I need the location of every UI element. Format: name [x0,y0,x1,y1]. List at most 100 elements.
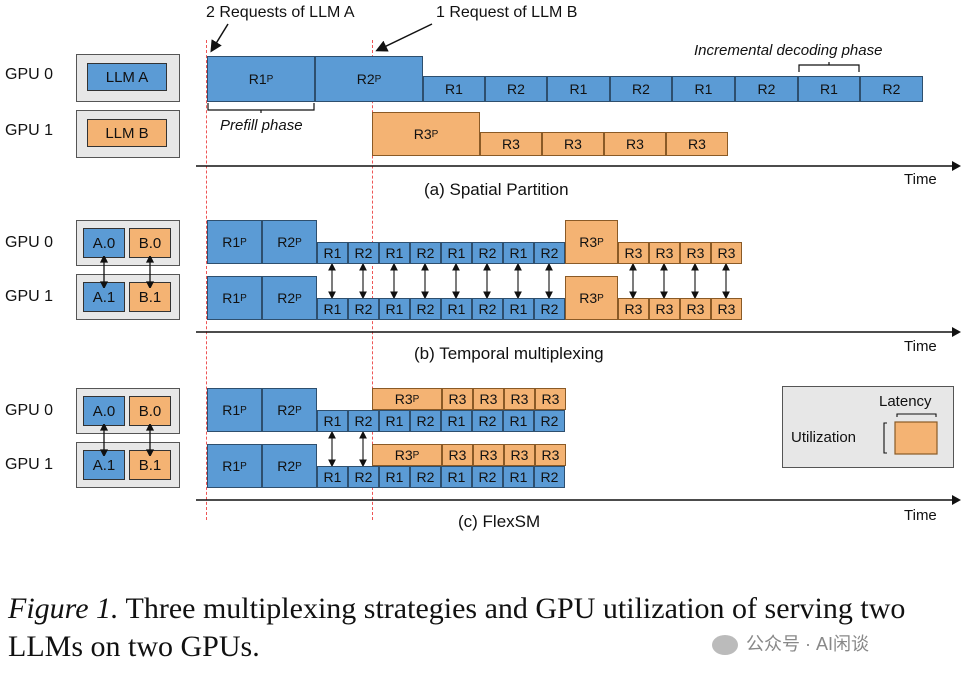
llm-b-chip: LLM B [87,119,167,147]
decode-block: R2 [348,466,379,488]
decode-block: R3 [504,444,535,466]
time-axis-a [196,161,961,171]
gpu1-panel-a: LLM B [76,110,180,158]
sync-arrows-b [328,264,730,298]
decode-block: R2 [534,242,565,264]
time-axis-c [196,495,961,505]
decode-block: R1 [441,242,472,264]
decode-block: R2 [610,76,672,102]
gpu1-label-a: GPU 1 [5,122,54,139]
llm-a-chip: LLM A [87,63,167,91]
decode-block: R2 [410,410,441,432]
b1-chip: B.1 [129,450,171,480]
decode-block: R1 [441,298,472,320]
decode-block: R1 [317,242,348,264]
time-label-b: Time [904,338,937,355]
decode-block: R3 [604,132,666,156]
b0-chip: B.0 [129,228,171,258]
sync-arrows-c [328,432,367,466]
decode-block: R3 [618,298,649,320]
decode-block: R3 [480,132,542,156]
caption-b: (b) Temporal multiplexing [414,344,604,363]
decode-block: R1 [379,298,410,320]
decode-block: R2 [485,76,547,102]
decode-block: R1 [672,76,735,102]
decode-block: R3 [711,298,742,320]
incremental-phase-label: Incremental decoding phase [694,42,883,59]
decode-block: R1 [441,466,472,488]
decode-block: R3 [535,444,566,466]
decode-block: R3 [680,242,711,264]
decode-block: R3 [649,242,680,264]
incremental-bracket [798,62,860,72]
gpu0-panel-c: A.0 B.0 [76,388,180,434]
decode-block: R2 [410,298,441,320]
decode-block: R1 [317,410,348,432]
decode-block: R3 [542,132,604,156]
decode-block: R3 [680,298,711,320]
decode-block: R1 [503,298,534,320]
decode-block: R3 [666,132,728,156]
decode-block: R1 [503,466,534,488]
gpu0-label-a: GPU 0 [5,66,54,83]
chip-link-arrows-c [99,424,155,456]
decode-block: R3 [442,444,473,466]
caption-a: (a) Spatial Partition [424,180,569,199]
decode-block: R2 [410,466,441,488]
prefill-bracket [207,103,315,113]
decode-block: R2 [348,242,379,264]
time-axis-b [196,327,961,337]
decode-block: R1 [317,298,348,320]
decode-block: R3 [649,298,680,320]
gpu0-label-b: GPU 0 [5,234,54,251]
wechat-icon [712,635,738,656]
decode-block: R3 [618,242,649,264]
legend-utilization-label: Utilization [791,429,857,446]
b0-chip: B.0 [129,396,171,426]
requests-llm-a-label: 2 Requests of LLM A [206,4,355,21]
decode-block: R2 [860,76,923,102]
gpu0-label-c: GPU 0 [5,402,54,419]
legend-latency-label: Latency [879,393,932,410]
decode-block: R2 [472,466,503,488]
decode-block: R1 [379,466,410,488]
figure-caption: Figure 1. Three multiplexing strategies … [8,592,906,663]
decode-block: R2 [410,242,441,264]
latency-utilization-legend: Latency Utilization [782,386,954,468]
request-llm-b-label: 1 Request of LLM B [436,4,578,21]
decode-block: R1 [317,466,348,488]
decode-block: R1 [379,242,410,264]
request-b-arrival-line [372,40,373,520]
decode-block: R2 [534,466,565,488]
gpu0-panel-a: LLM A [76,54,180,102]
decode-block: R2 [472,298,503,320]
a0-chip: A.0 [83,396,125,426]
gpu1-label-c: GPU 1 [5,456,54,473]
decode-block: R1 [547,76,610,102]
time-label-c: Time [904,507,937,524]
a0-chip: A.0 [83,228,125,258]
watermark: 公众号 · AI闲谈 [712,630,869,656]
gpu1-panel-b: A.1 B.1 [76,274,180,320]
caption-c: (c) FlexSM [458,512,541,531]
decode-block: R2 [472,242,503,264]
gpu0-panel-b: A.0 B.0 [76,220,180,266]
decode-block: R3 [711,242,742,264]
decode-block: R1 [503,410,534,432]
decode-block: R3 [473,388,504,410]
decode-block: R3 [535,388,566,410]
decode-block: R3 [473,444,504,466]
decode-block: R2 [472,410,503,432]
